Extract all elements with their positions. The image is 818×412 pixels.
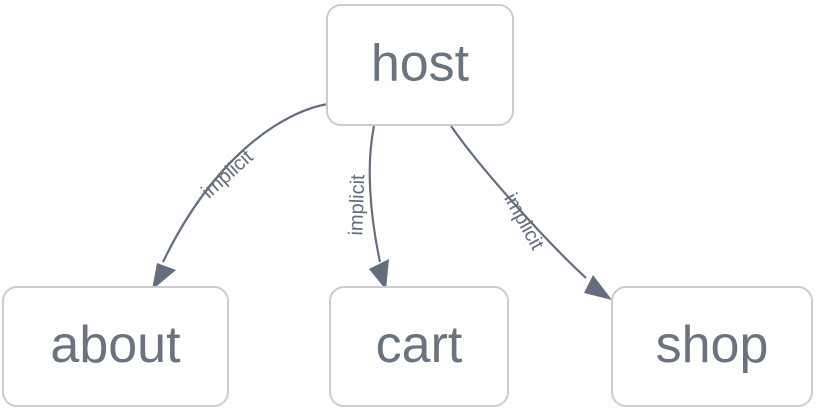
edge-path-host-shop <box>450 125 587 279</box>
node-label-shop: shop <box>656 316 769 374</box>
edge-label-host-shop: implicit <box>499 190 548 255</box>
node-label-host: host <box>371 35 470 93</box>
edge-label-host-about: implicit <box>197 146 257 204</box>
node-shop[interactable]: shop <box>611 286 813 407</box>
arrowhead-about <box>152 263 176 290</box>
node-box-about[interactable] <box>2 286 229 407</box>
edge-host-shop[interactable]: implicit <box>450 125 612 300</box>
node-host[interactable]: host <box>326 4 514 126</box>
node-box-host[interactable] <box>326 4 514 126</box>
edge-host-cart[interactable]: implicit <box>345 125 389 290</box>
edge-path-host-about <box>162 102 329 263</box>
node-label-about: about <box>50 316 181 374</box>
node-about[interactable]: about <box>2 286 229 407</box>
node-box-cart[interactable] <box>329 286 509 407</box>
arrowhead-shop <box>584 275 612 300</box>
node-cart[interactable]: cart <box>329 286 509 407</box>
edge-path-host-cart <box>368 125 382 263</box>
edge-label-host-cart: implicit <box>345 174 369 236</box>
arrowhead-cart <box>369 259 389 290</box>
node-box-shop[interactable] <box>611 286 813 407</box>
edge-host-about[interactable]: implicit <box>152 102 329 290</box>
node-label-cart: cart <box>376 316 463 374</box>
